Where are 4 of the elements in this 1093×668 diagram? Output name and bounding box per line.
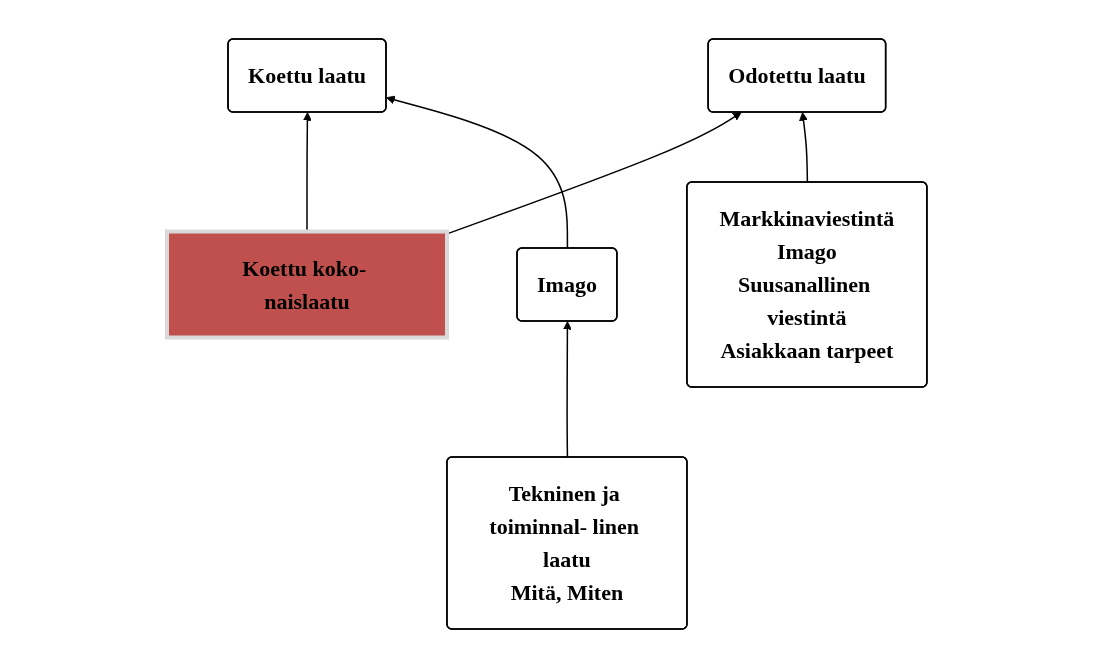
arrow xyxy=(798,112,808,184)
node-box: Koettu koko- naislaatu xyxy=(164,229,449,340)
arrow xyxy=(562,321,572,459)
arrow xyxy=(385,95,568,250)
